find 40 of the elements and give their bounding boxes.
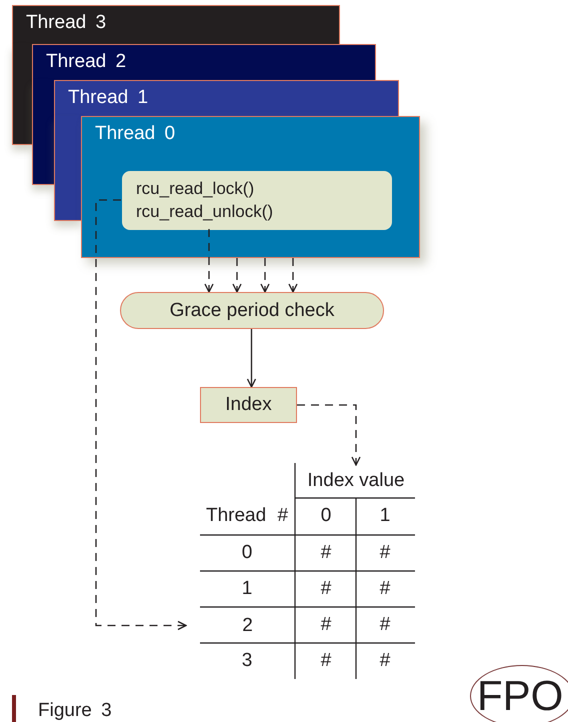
arrow bbox=[246, 329, 256, 388]
table-cell-text: 3 bbox=[242, 650, 252, 672]
thread-panel bbox=[54, 80, 399, 116]
arrow bbox=[232, 258, 242, 293]
code-text: rcu_read_lock() rcu_read_unlock() bbox=[136, 178, 274, 223]
stamp-oval bbox=[470, 665, 568, 722]
table-cell-text: 1 bbox=[380, 505, 390, 527]
thread-panel bbox=[12, 5, 340, 44]
arrow bbox=[260, 258, 270, 293]
table-cell-text: # bbox=[320, 578, 332, 600]
table-cell-text: 1 bbox=[242, 578, 252, 600]
figure-caption: Figure 3 bbox=[38, 700, 112, 722]
table-cell-text: 0 bbox=[242, 542, 252, 564]
table-cell-text: # bbox=[380, 578, 390, 600]
arrow bbox=[288, 258, 298, 293]
table-header: Index value bbox=[307, 470, 405, 492]
code-box bbox=[122, 171, 392, 230]
table-cell-text: # bbox=[320, 542, 332, 564]
thread-panel bbox=[81, 116, 420, 258]
table-cell-text: # bbox=[320, 650, 332, 672]
process-pill bbox=[120, 292, 384, 329]
table-header: 2 bbox=[242, 614, 253, 636]
table-cell-text: Thread # bbox=[206, 505, 288, 527]
arrow bbox=[297, 404, 361, 466]
thread-panel bbox=[32, 44, 376, 80]
table-cell-text: # bbox=[380, 542, 390, 564]
arrow bbox=[95, 199, 187, 630]
process-box bbox=[200, 387, 297, 423]
table-cell-text: # bbox=[380, 614, 390, 636]
panel-title: Thread 0 bbox=[95, 123, 176, 145]
process-label: Index bbox=[225, 394, 272, 416]
table-cell-text: 0 bbox=[320, 505, 332, 527]
panel-title: Thread 3 bbox=[26, 12, 106, 34]
panel-title: Thread 2 bbox=[46, 51, 126, 73]
table-cell-text: # bbox=[320, 614, 332, 636]
arrow bbox=[204, 229, 214, 293]
stamp-text: FPO bbox=[477, 672, 564, 720]
panel-title: Thread 1 bbox=[68, 87, 148, 109]
table-cell-text: # bbox=[380, 650, 390, 672]
process-label: Grace period check bbox=[170, 300, 334, 322]
